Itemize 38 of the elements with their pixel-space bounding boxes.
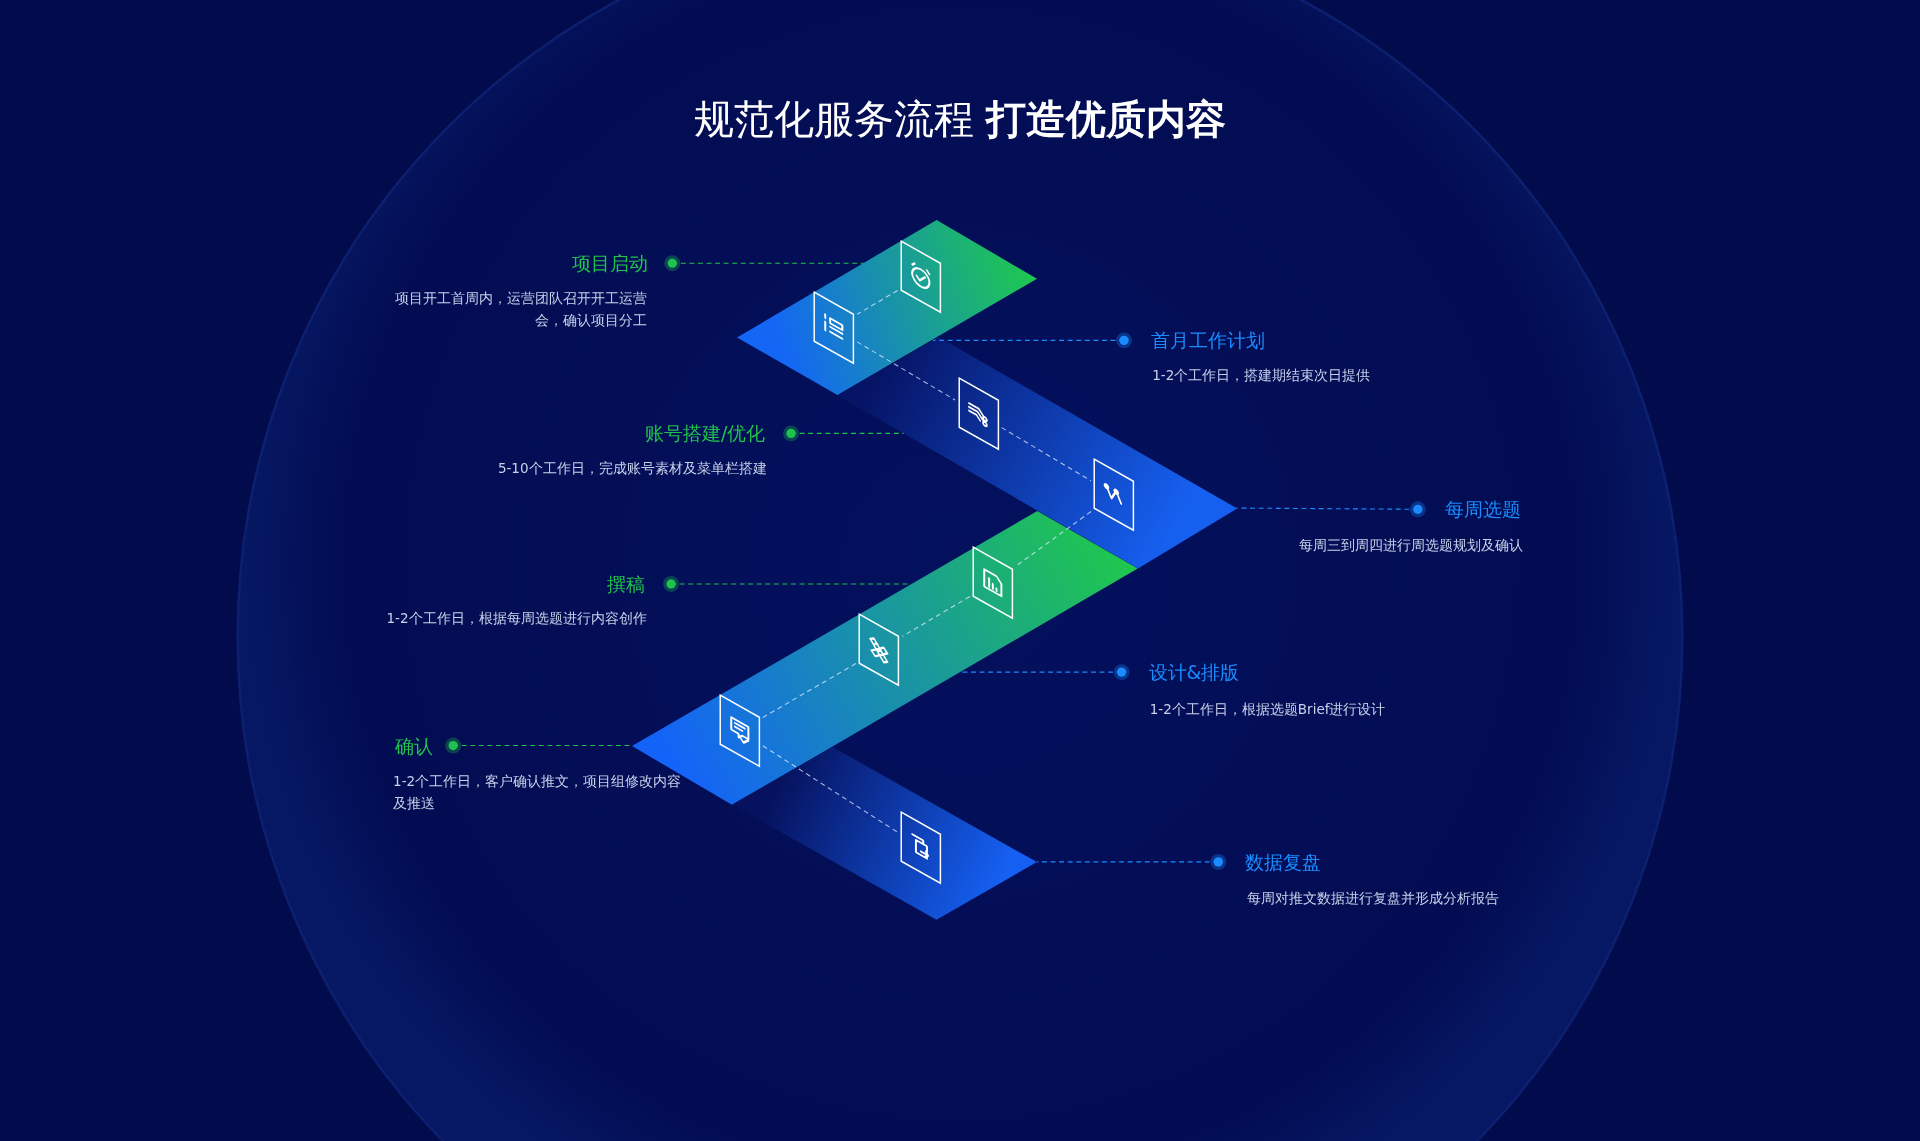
step-description: 1-2个工作日，客户确认推文，项目组修改内容及推送 <box>393 772 683 814</box>
dashed-connector <box>762 663 857 718</box>
ribbon-band <box>732 746 1038 920</box>
clock-check-icon <box>900 240 942 314</box>
step-title: 设计&排版 <box>1121 659 1240 686</box>
bar-chart-icon <box>972 546 1014 620</box>
layout-icon <box>813 291 855 365</box>
step-description: 项目开工首周内，运营团队召开开工运营会，确认项目分工 <box>393 288 647 330</box>
step-description: 1-2个工作日，根据选题Brief进行设计 <box>1149 699 1386 719</box>
dashed-connector <box>856 289 899 315</box>
chat-check-icon <box>718 694 761 768</box>
line-chart-icon <box>1093 457 1136 532</box>
step-title: 账号搭建/优化 <box>644 420 792 447</box>
leader-line <box>1036 853 1227 870</box>
dashed-connector <box>1015 510 1092 567</box>
ribbon-band <box>737 220 1038 396</box>
ruler-pencil-icon <box>858 613 900 687</box>
step-title: 数据复盘 <box>1218 849 1322 876</box>
step-description: 1-2个工作日，根据每周选题进行内容创作 <box>386 609 647 629</box>
step-description: 每周对推文数据进行复盘并形成分析报告 <box>1246 888 1499 908</box>
step-title: 项目启动 <box>571 250 673 277</box>
copy-arrow-icon <box>900 810 942 885</box>
step-description: 1-2个工作日，搭建期结束次日提供 <box>1152 365 1371 385</box>
step-title: 每周选题 <box>1417 496 1521 523</box>
step-title: 首月工作计划 <box>1124 327 1265 354</box>
dashed-connector <box>1001 427 1092 482</box>
leader-line <box>932 332 1132 349</box>
leader-line <box>783 425 905 442</box>
step-description: 每周三到周四进行周选题规划及确认 <box>1299 535 1524 555</box>
dashed-connector <box>856 341 956 401</box>
step-description: 5-10个工作日，完成账号素材及菜单栏搭建 <box>497 458 767 478</box>
step-title: 确认 <box>395 732 454 759</box>
step-title: 撰稿 <box>607 571 672 598</box>
leader-line <box>1236 501 1426 518</box>
diagram-title: 规范化服务流程 打造优质内容 <box>693 95 1227 144</box>
dashed-connector <box>762 745 899 833</box>
circuit-icon <box>957 377 1000 451</box>
leader-line <box>664 255 864 272</box>
